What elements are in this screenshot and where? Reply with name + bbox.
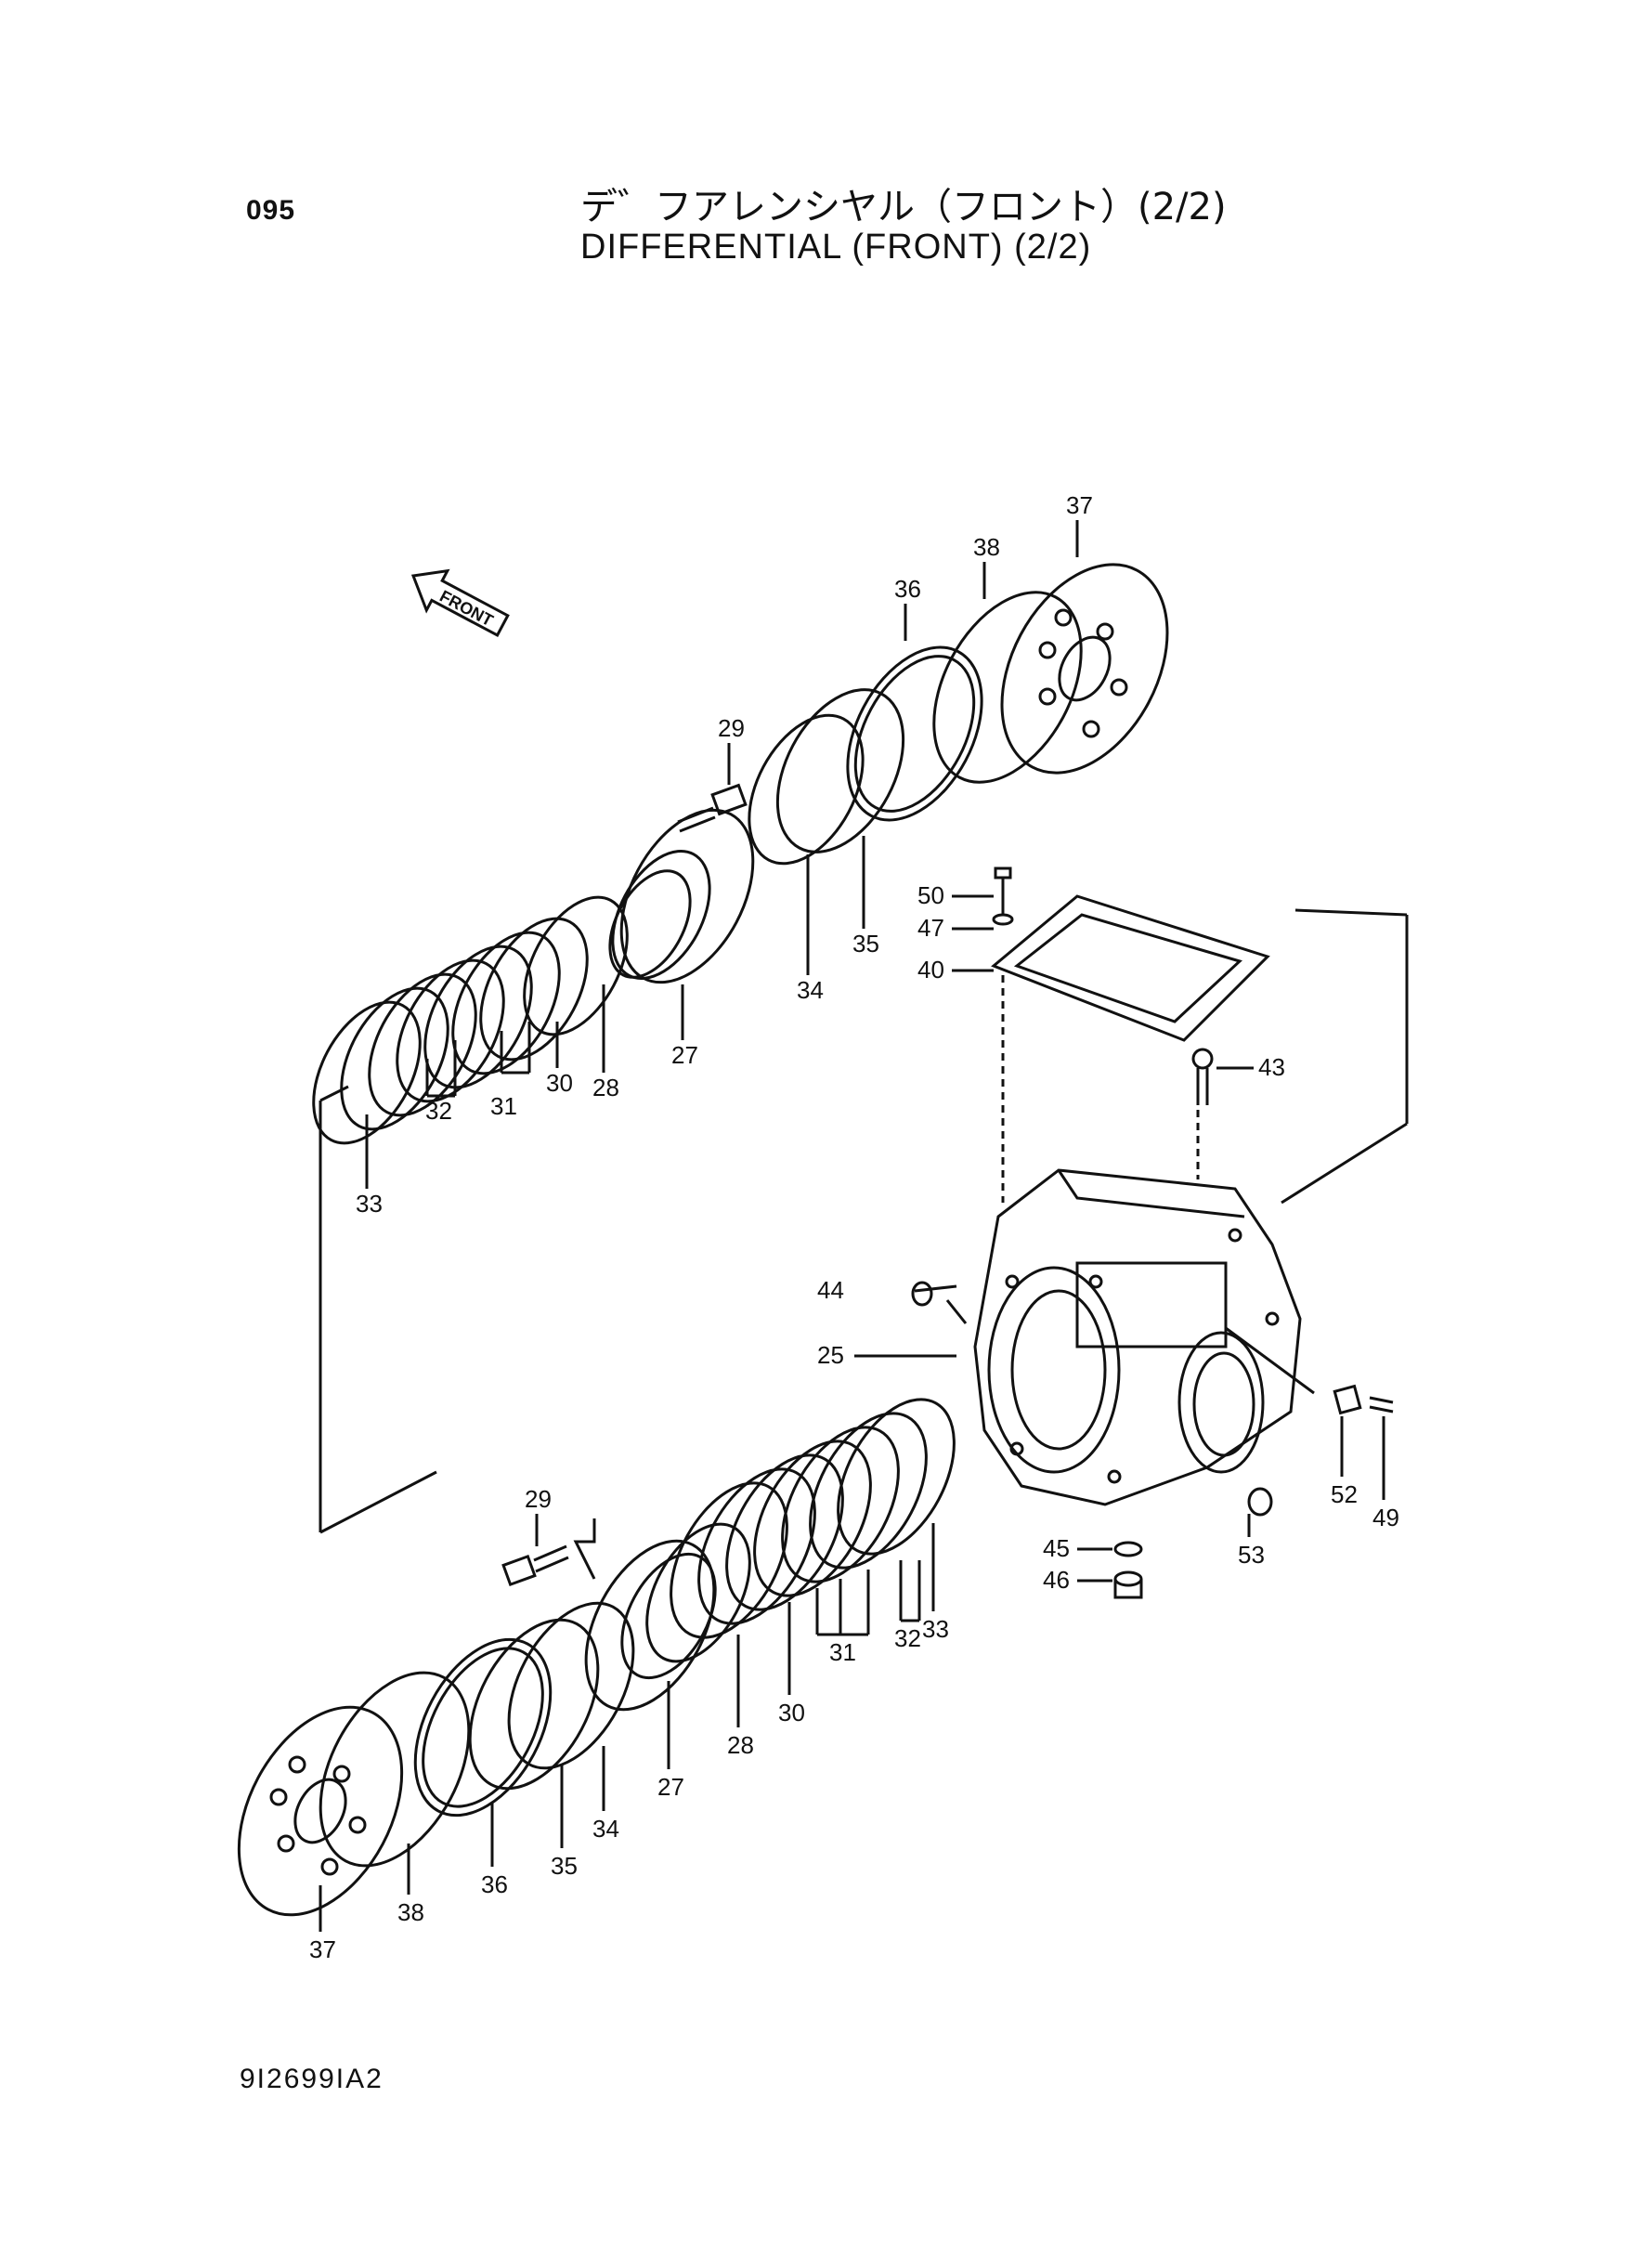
clutch-disc-stack-lower [670, 1398, 956, 1639]
washer-45 [1113, 1541, 1143, 1557]
callout-25: 25 [817, 1341, 844, 1369]
callout-40: 40 [917, 956, 944, 984]
callout-upper-28: 28 [592, 1074, 619, 1101]
piston-hub-lower [584, 1539, 717, 1712]
document-code: 9I2699IA2 [240, 2064, 384, 2094]
callout-upper-30: 30 [546, 1069, 573, 1097]
cover-bolt [992, 866, 1014, 926]
callout-47: 47 [917, 914, 944, 942]
callout-lower-29: 29 [525, 1485, 552, 1513]
callout-52: 52 [1331, 1480, 1358, 1508]
callout-upper-37: 37 [1066, 491, 1093, 519]
o-ring-upper-34 [748, 713, 865, 866]
callout-44: 44 [817, 1276, 844, 1304]
title-japanese: デ゛フアレンシヤル（フロント）(2/2) [580, 186, 1227, 228]
front-arrow-icon: FRONT [410, 568, 510, 638]
callout-upper-33: 33 [356, 1190, 383, 1218]
callout-upper-36: 36 [894, 575, 921, 603]
callout-lower-33: 33 [922, 1615, 949, 1643]
callout-43: 43 [1258, 1053, 1285, 1081]
callout-50: 50 [917, 881, 944, 909]
drain-plug-46 [1113, 1570, 1143, 1599]
callout-lower-35: 35 [551, 1852, 578, 1880]
callout-upper-35: 35 [852, 930, 879, 958]
callout-lower-34: 34 [592, 1815, 619, 1843]
plug-53 [1247, 1487, 1273, 1517]
snap-ring-upper [523, 895, 629, 1036]
callout-53: 53 [1238, 1541, 1265, 1569]
callout-lower-30: 30 [778, 1699, 805, 1726]
callout-lower-37: 37 [309, 1935, 336, 1963]
callout-lower-36: 36 [481, 1870, 508, 1898]
callout-lower-32: 32 [894, 1624, 921, 1652]
cover-plate [991, 894, 1270, 1042]
plate-52 [1333, 1384, 1362, 1415]
callout-upper-29: 29 [718, 714, 745, 742]
callout-46: 46 [1043, 1566, 1070, 1594]
callout-45: 45 [1043, 1534, 1070, 1562]
callout-lower-31: 31 [829, 1638, 856, 1666]
callout-49: 49 [1372, 1504, 1399, 1531]
differential-case [973, 1168, 1302, 1506]
callout-lower-28: 28 [727, 1731, 754, 1759]
o-ring-lower-35 [468, 1618, 600, 1791]
callout-upper-31: 31 [490, 1092, 517, 1120]
callout-lower-27: 27 [657, 1773, 684, 1801]
end-plate-upper [1000, 563, 1169, 775]
plug-44 [911, 1281, 933, 1307]
callout-lower-38: 38 [397, 1898, 424, 1926]
callout-upper-34: 34 [797, 976, 824, 1004]
seal-ring-upper [846, 645, 983, 822]
shim-ring-lower [319, 1671, 471, 1868]
callout-upper-27: 27 [671, 1041, 698, 1069]
bolt-upper [677, 783, 748, 833]
o-ring-lower-34 [507, 1601, 635, 1770]
o-ring-upper-35 [775, 688, 905, 853]
callout-upper-32: 32 [425, 1097, 452, 1125]
page-number: 095 [246, 195, 296, 226]
breather-fitting [1191, 1048, 1214, 1105]
callout-upper-38: 38 [973, 533, 1000, 561]
title-english: DIFFERENTIAL (FRONT) (2/2) [580, 228, 1092, 267]
clutch-disc-stack-upper [312, 917, 589, 1145]
bolt-lower [501, 1544, 569, 1587]
end-plate-lower [237, 1705, 404, 1917]
snap-ring-lower [645, 1522, 751, 1663]
seal-ring-lower [413, 1637, 553, 1818]
shim-ring-upper [932, 591, 1083, 784]
screw-49 [1369, 1396, 1394, 1414]
